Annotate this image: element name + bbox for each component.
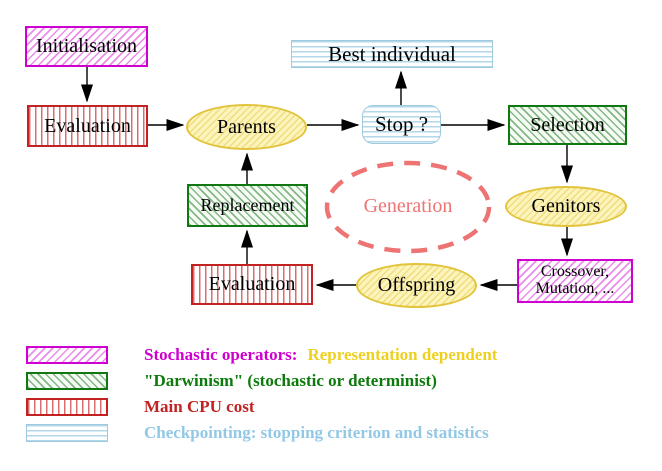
node-evaluation-top: Evaluation [27, 105, 148, 147]
legend-label-main-cpu-cost: Main CPU cost [144, 397, 255, 416]
legend-swatch-magenta-hatch [26, 346, 108, 364]
node-initialisation: Initialisation [25, 26, 148, 67]
node-selection: Selection [508, 105, 627, 145]
node-best-individual: Best individual [291, 40, 493, 68]
legend-swatch-green-hatch [26, 372, 108, 390]
legend-row-stochastic-operators: Stochastic operators: Representation dep… [26, 345, 497, 365]
node-parents: Parents [186, 104, 307, 150]
generation-label: Generation [363, 195, 453, 217]
legend-row-main-cpu-cost: Main CPU cost [26, 397, 254, 417]
legend-label-representation-dependent: Representation dependent [307, 345, 498, 364]
generation-dashed-ellipse [324, 160, 492, 254]
node-crossover-mutation: Crossover, Mutation, ... [517, 259, 633, 303]
node-genitors: Genitors [505, 186, 627, 227]
legend-row-darwinism: "Darwinism" (stochastic or determinist) [26, 371, 437, 391]
node-offspring: Offspring [356, 263, 477, 308]
legend-label-darwinism: "Darwinism" (stochastic or determinist) [144, 371, 437, 390]
node-replacement: Replacement [187, 184, 308, 227]
legend-label-checkpointing: Checkpointing: stopping criterion and st… [144, 423, 489, 442]
legend-label-stochastic-operators: Stochastic operators: [144, 345, 298, 364]
node-evaluation-bottom: Evaluation [191, 264, 313, 305]
crossover-line1: Crossover, [540, 263, 610, 281]
crossover-line2: Mutation, ... [535, 280, 615, 297]
legend-row-checkpointing: Checkpointing: stopping criterion and st… [26, 423, 489, 443]
legend-swatch-red-stripes [26, 398, 108, 416]
node-stop: Stop ? [362, 105, 441, 144]
legend-swatch-cyan-stripes [26, 424, 108, 442]
